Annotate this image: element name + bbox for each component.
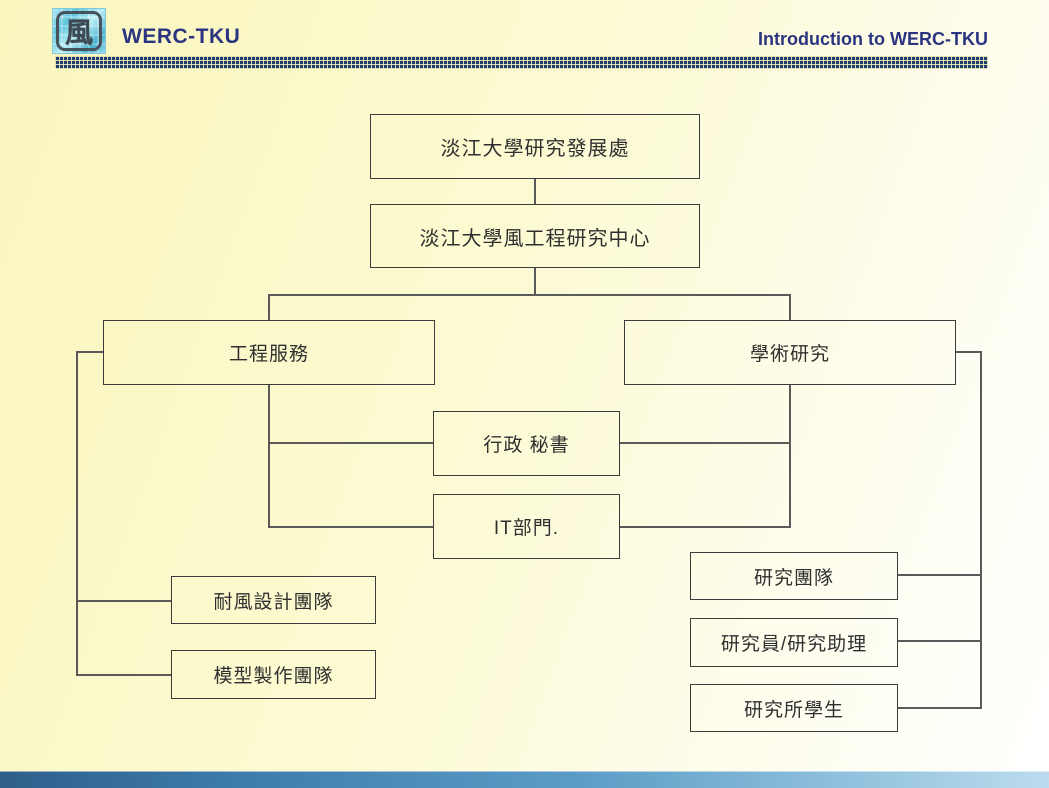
org-node-researchers-assistants: 研究員/研究助理	[690, 618, 898, 667]
connector-line	[620, 526, 791, 528]
slide-title: Introduction to WERC-TKU	[758, 29, 988, 49]
wind-seal-glyph: 風	[56, 11, 102, 51]
org-node-wind-resistant-design-team: 耐風設計團隊	[171, 576, 376, 624]
connector-line	[620, 442, 791, 444]
connector-line	[534, 179, 536, 205]
connector-line	[898, 707, 982, 709]
werc-wind-seal-logo-icon: 風	[52, 8, 106, 54]
connector-line	[956, 351, 982, 353]
bottom-accent-bar	[0, 771, 1049, 788]
org-node-wind-engineering-research-center: 淡江大學風工程研究中心	[370, 204, 700, 268]
connector-line	[898, 640, 982, 642]
connector-line	[76, 351, 78, 676]
connector-line	[534, 268, 536, 296]
org-node-administrative-secretary: 行政 秘書	[433, 411, 620, 476]
connector-line	[76, 674, 171, 676]
connector-line	[898, 574, 982, 576]
org-node-it-department: IT部門.	[433, 494, 620, 559]
connector-line	[268, 294, 270, 320]
connector-line	[268, 294, 791, 296]
connector-line	[76, 600, 171, 602]
connector-line	[268, 385, 270, 528]
connector-line	[789, 294, 791, 320]
connector-line	[980, 351, 982, 709]
org-node-graduate-students: 研究所學生	[690, 684, 898, 732]
org-node-academic-research: 學術研究	[624, 320, 956, 385]
org-node-engineering-services: 工程服務	[103, 320, 435, 385]
org-node-research-team: 研究團隊	[690, 552, 898, 600]
org-node-research-development-office: 淡江大學研究發展處	[370, 114, 700, 179]
connector-line	[789, 385, 791, 528]
connector-line	[268, 442, 433, 444]
dotted-divider	[55, 56, 988, 69]
connector-line	[77, 351, 103, 353]
brand-text: WERC-TKU	[122, 25, 241, 48]
org-node-model-making-team: 模型製作團隊	[171, 650, 376, 699]
connector-line	[268, 526, 433, 528]
